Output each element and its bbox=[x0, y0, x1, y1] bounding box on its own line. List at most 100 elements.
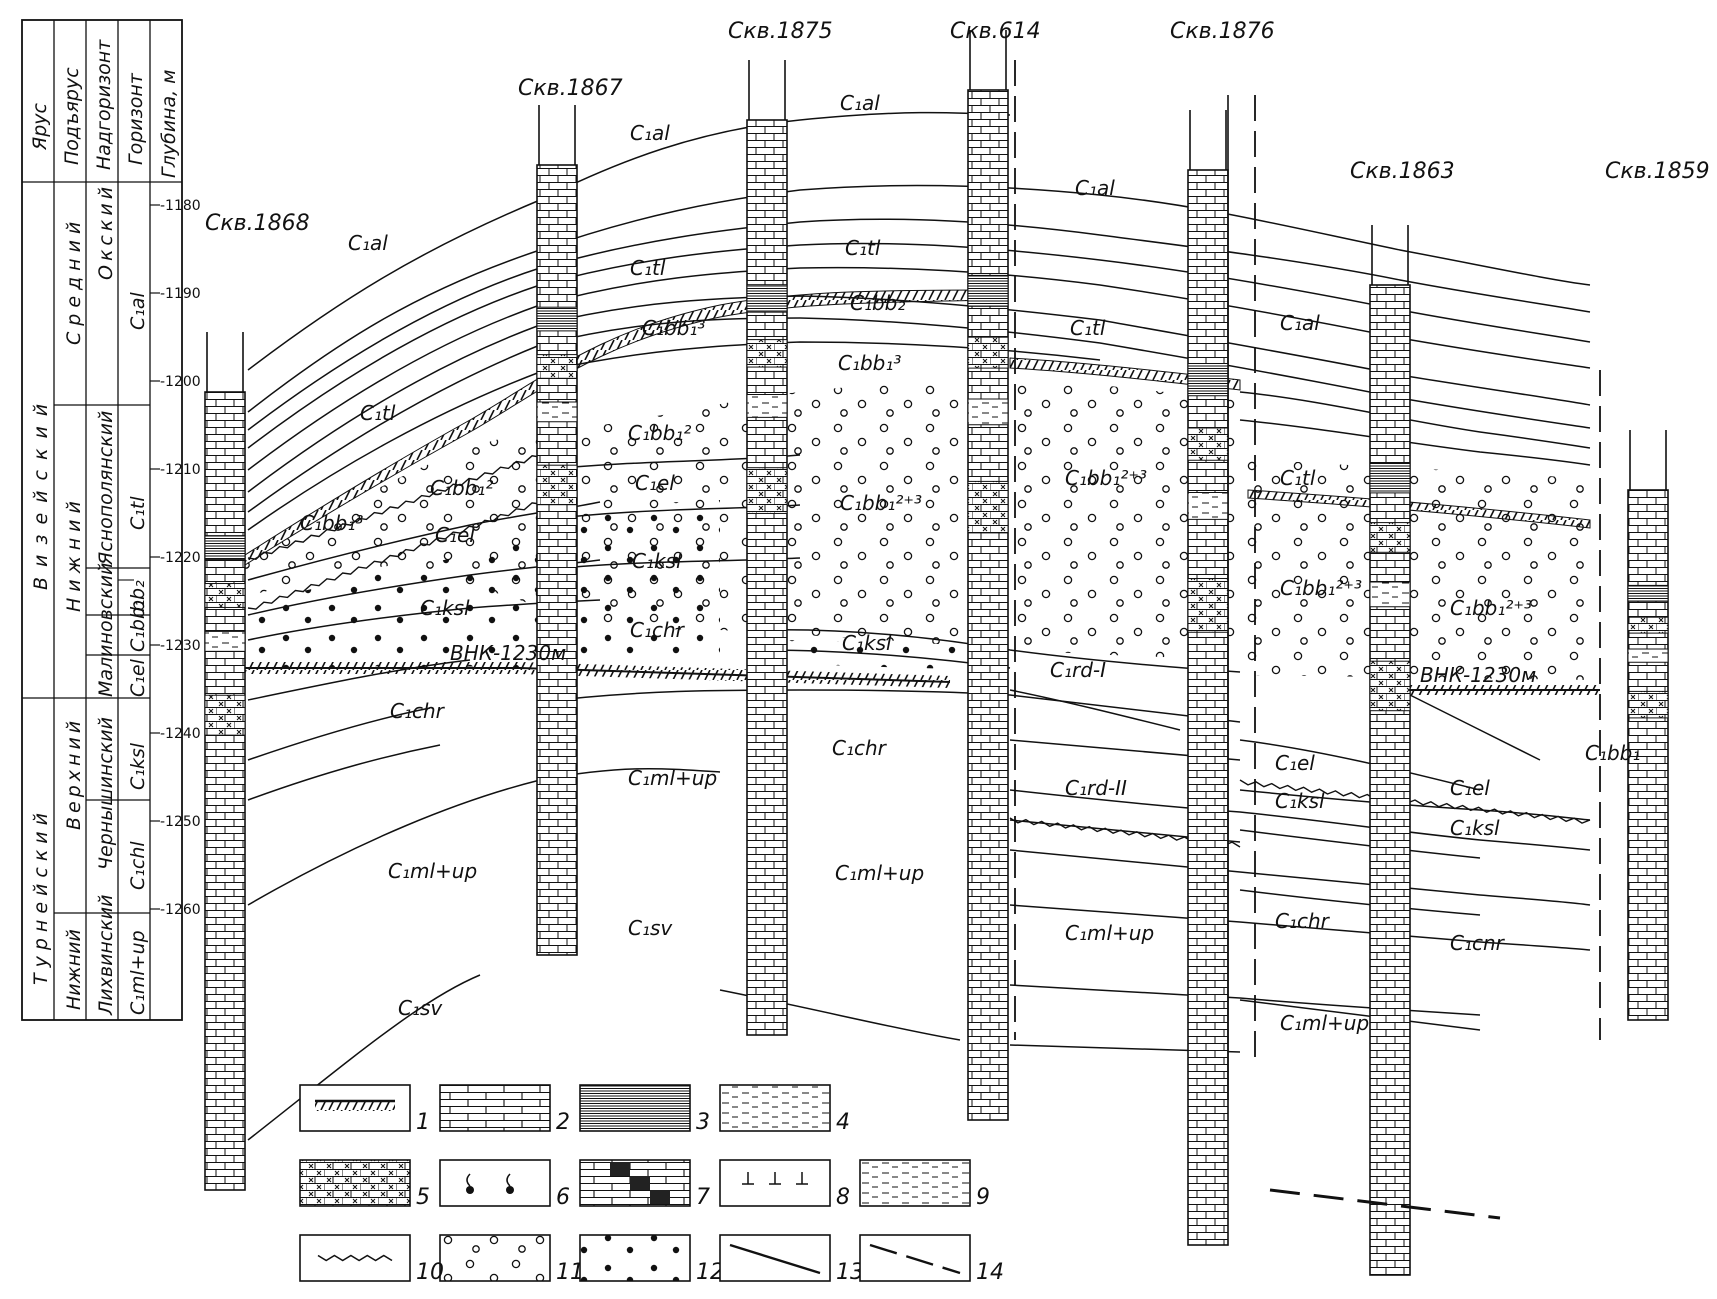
label-bb1-3-3: C₁bb₁³ bbox=[838, 351, 901, 375]
legend-swatch bbox=[859, 1159, 971, 1207]
label-ksl-4: C₁ksl bbox=[1275, 789, 1325, 813]
label-mlup-5: C₁ml+up bbox=[1280, 1011, 1369, 1035]
lithology-band bbox=[746, 394, 788, 418]
horizon-bb2: bb₂ bbox=[127, 580, 149, 612]
lithology-band bbox=[1369, 462, 1411, 494]
legend-swatch bbox=[439, 1159, 551, 1207]
legend-number: 1 bbox=[416, 1110, 430, 1135]
legend-number: 7 bbox=[696, 1185, 710, 1210]
legend-swatch bbox=[719, 1084, 831, 1132]
lithology-band bbox=[1187, 363, 1229, 397]
horizon-ksl: C₁ksl bbox=[127, 742, 149, 790]
lithology-band bbox=[536, 401, 578, 423]
lithology-band bbox=[1187, 578, 1229, 633]
horizon-al: C₁al bbox=[127, 291, 149, 330]
lithology-band bbox=[967, 398, 1009, 426]
label-el-1: C₁el bbox=[435, 523, 475, 547]
superhorizon-malinovsky: Малиновский bbox=[95, 563, 117, 697]
legend-item-11: 11 bbox=[439, 1234, 584, 1285]
unit-ksl-dots bbox=[228, 500, 720, 672]
label-ksl-5: C₁ksl bbox=[1450, 816, 1500, 840]
depth-tick-label: -1260 bbox=[160, 902, 201, 918]
lithology-band bbox=[1369, 660, 1411, 712]
horizon-tl: C₁tl bbox=[127, 496, 149, 530]
well-lithology bbox=[1369, 284, 1411, 1276]
well-lithology bbox=[746, 119, 788, 1036]
legend-item-10: 10 bbox=[299, 1234, 444, 1285]
well-column bbox=[1369, 225, 1411, 1276]
legend-number: 3 bbox=[696, 1110, 710, 1135]
owc-hatch-left bbox=[245, 662, 951, 688]
horizon-ml-up: C₁ml+up bbox=[127, 930, 149, 1015]
well-label-1876: Скв.1876 bbox=[1170, 19, 1275, 44]
well-lithology bbox=[967, 89, 1009, 1121]
legend-swatch bbox=[579, 1084, 691, 1132]
horizon-el: C₁el bbox=[127, 658, 149, 697]
label-bb1-23-2: C₁bb₁²⁺³ bbox=[1065, 466, 1147, 490]
lithology-band bbox=[1627, 690, 1669, 719]
lithology-band bbox=[204, 535, 246, 561]
label-sv-2: C₁sv bbox=[398, 996, 443, 1020]
label-rd2: C₁rd-II bbox=[1065, 776, 1127, 800]
label-bb1-3-2: C₁bb₁³ bbox=[642, 316, 705, 340]
label-mlup-1: C₁ml+up bbox=[628, 766, 717, 790]
header-col-horizon: Горизонт bbox=[125, 72, 147, 165]
label-chr-1: C₁chr bbox=[630, 618, 686, 642]
line-al-top bbox=[247, 111, 1011, 371]
label-chr-3: C₁chr bbox=[832, 736, 888, 760]
lithology-band bbox=[204, 694, 246, 736]
depth-tick-label: -1250 bbox=[160, 814, 201, 830]
label-mlup-2: C₁ml+up bbox=[388, 859, 477, 883]
legend-item-14: 14 bbox=[859, 1234, 1004, 1285]
label-al-4: C₁al bbox=[1075, 176, 1115, 200]
lithology-band bbox=[746, 467, 788, 514]
label-el-4: C₁el bbox=[1450, 776, 1490, 800]
stage-visean: Визейский bbox=[30, 394, 52, 590]
well-labels: Скв.1868 Скв.1867 Скв.1875 Скв.614 Скв.1… bbox=[205, 19, 1710, 236]
lithology-band bbox=[1627, 648, 1669, 663]
well-lithology bbox=[204, 391, 246, 1191]
lithology-band bbox=[204, 630, 246, 652]
well-lithology bbox=[1627, 489, 1669, 1021]
label-al-5: C₁al bbox=[1280, 311, 1320, 335]
legend-item-3: 3 bbox=[579, 1084, 710, 1135]
label-ksl-2: C₁ksl bbox=[632, 549, 682, 573]
legend-item-7: 7 bbox=[579, 1159, 710, 1210]
label-bb1-2-2: C₁bb₁² bbox=[628, 421, 691, 445]
legend-swatch bbox=[299, 1159, 411, 1207]
lithology-band bbox=[204, 583, 246, 608]
horizon-bb1: C₁bb₁ bbox=[127, 599, 149, 652]
legend-number: 2 bbox=[556, 1110, 570, 1135]
depth-tick-label: -1190 bbox=[160, 286, 201, 302]
depth-tick-label: -1240 bbox=[160, 726, 201, 742]
label-tl-3: C₁tl bbox=[845, 236, 881, 260]
substage-lower-t: Нижний bbox=[63, 929, 85, 1010]
wells bbox=[204, 30, 1669, 1276]
well-column bbox=[967, 30, 1009, 1121]
lithology-band bbox=[967, 274, 1009, 307]
header-col-superhorizon: Надгоризонт bbox=[93, 39, 115, 170]
legend-swatch bbox=[439, 1084, 551, 1132]
label-el-3: C₁el bbox=[1275, 751, 1315, 775]
well-column bbox=[536, 105, 578, 956]
label-al-1: C₁al bbox=[348, 231, 388, 255]
header-col-stage: Ярус bbox=[29, 102, 51, 151]
legend-item-13: 13 bbox=[719, 1234, 864, 1285]
label-vnk-1: ВНК-1230м bbox=[450, 641, 566, 665]
well-lithology bbox=[1187, 169, 1229, 1246]
well-label-1859: Скв.1859 bbox=[1605, 159, 1710, 184]
stratigraphic-column-table: Ярус Подъярус Надгоризонт Горизонт Глуби… bbox=[21, 19, 201, 1021]
header-col-depth: Глубина, м bbox=[158, 69, 180, 178]
lithology-band bbox=[536, 306, 578, 332]
well-label-614: Скв.614 bbox=[950, 19, 1041, 44]
well-label-1863: Скв.1863 bbox=[1350, 159, 1455, 184]
label-al-2: C₁al bbox=[630, 121, 670, 145]
label-al-3: C₁al bbox=[840, 91, 880, 115]
label-chr-2: C₁chr bbox=[390, 699, 446, 723]
legend-item-5: 5 bbox=[299, 1159, 430, 1210]
label-el-2: C₁el bbox=[635, 471, 675, 495]
label-mlup-4: C₁ml+up bbox=[1065, 921, 1154, 945]
well-column bbox=[746, 60, 788, 1036]
label-bb1-23-4: C₁bb₁²⁺³ bbox=[1450, 596, 1532, 620]
